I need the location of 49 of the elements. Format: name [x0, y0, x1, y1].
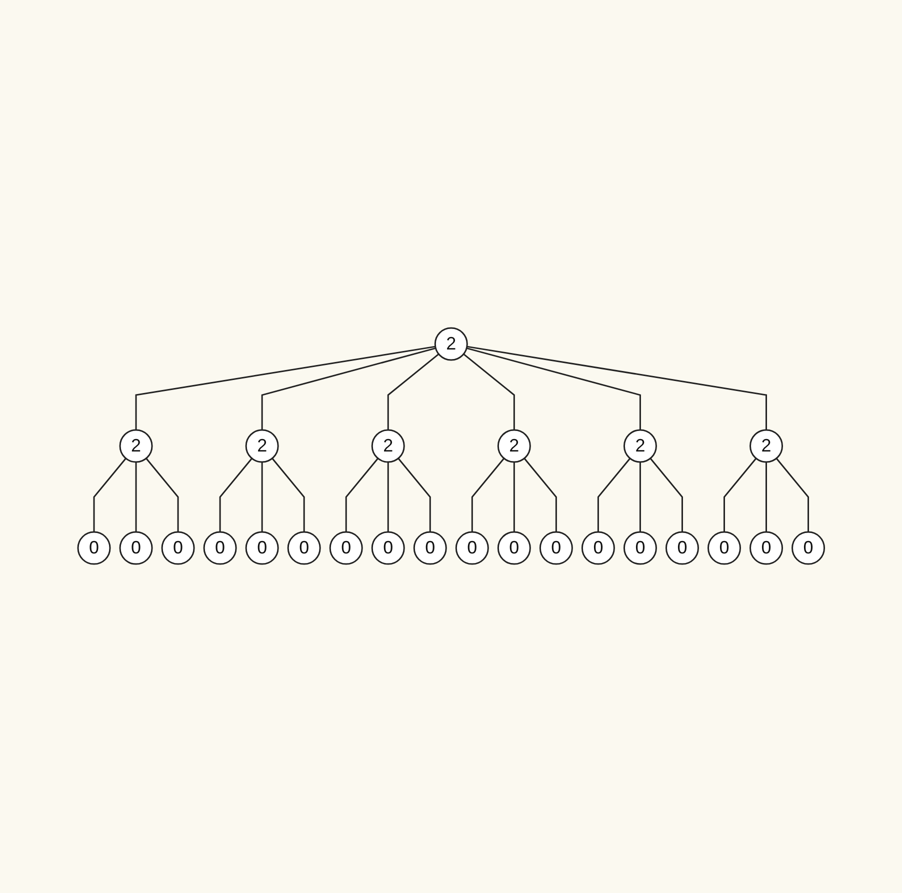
- connector: [345, 458, 378, 532]
- node-circle: 0: [203, 532, 237, 566]
- node-circle: 0: [77, 532, 111, 566]
- connector: [135, 346, 436, 430]
- connector: [513, 462, 515, 532]
- node-circle: 0: [749, 532, 783, 566]
- node-circle: 0: [623, 532, 657, 566]
- node-circle: 0: [497, 532, 531, 566]
- connector: [650, 458, 683, 532]
- node-circle: 2: [497, 430, 531, 464]
- connector: [272, 458, 305, 532]
- connector: [597, 458, 630, 532]
- connector: [723, 458, 757, 532]
- node-circle: 0: [581, 532, 615, 566]
- connector: [387, 354, 440, 430]
- connector: [387, 462, 389, 532]
- connector: [765, 462, 767, 532]
- node-circle: 0: [245, 532, 279, 566]
- connector: [466, 346, 767, 430]
- node-circle: 0: [665, 532, 699, 566]
- node-circle: 2: [371, 430, 405, 464]
- node-circle: 0: [791, 532, 825, 566]
- node-circle: 2: [434, 328, 468, 362]
- node-circle: 2: [623, 430, 657, 464]
- connector: [145, 458, 179, 532]
- connector: [398, 458, 431, 532]
- connector: [524, 458, 557, 532]
- connector: [219, 458, 252, 532]
- node-circle: 0: [539, 532, 573, 566]
- node-circle: 0: [371, 532, 405, 566]
- node-circle: 2: [749, 430, 783, 464]
- node-circle: 0: [329, 532, 363, 566]
- node-circle: 0: [455, 532, 489, 566]
- connector: [261, 462, 263, 532]
- connector: [776, 458, 809, 532]
- node-circle: 2: [119, 430, 153, 464]
- connector: [135, 462, 137, 532]
- node-circle: 0: [287, 532, 321, 566]
- node-circle: 2: [245, 430, 279, 464]
- connector: [471, 458, 504, 532]
- connector: [93, 458, 126, 532]
- node-circle: 0: [161, 532, 195, 566]
- connector: [462, 354, 515, 430]
- connector: [466, 348, 641, 430]
- connector: [639, 462, 641, 532]
- node-circle: 0: [413, 532, 447, 566]
- node-circle: 0: [707, 532, 741, 566]
- node-circle: 0: [119, 532, 153, 566]
- connector: [261, 348, 436, 430]
